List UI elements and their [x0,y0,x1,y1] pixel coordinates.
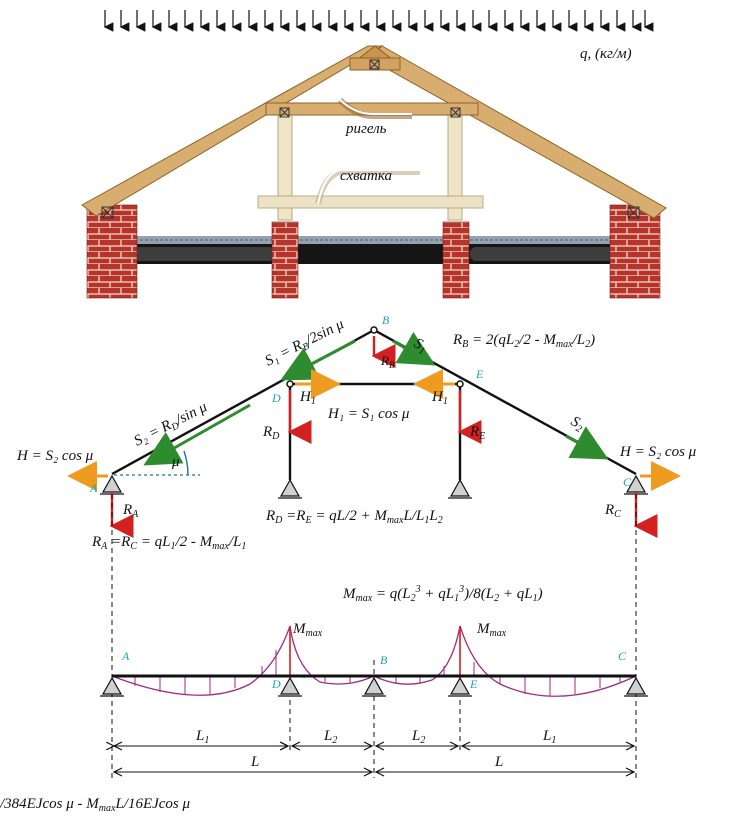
load-label: q, (кг/м) [580,46,632,62]
rb-formula: RB = 2(qL2/2 - Mmax/L2) [452,332,595,350]
point-b: B [382,313,390,327]
dim-l-right: L [494,754,503,770]
skhvatka-callout: схватка [315,168,420,205]
point-d-bottom: D [271,677,281,691]
dimension-arrowheads [112,741,636,777]
point-a-bottom: A [121,649,130,663]
dim-l-left: L [250,754,259,770]
dimension-lines [114,746,634,773]
ra-rc-formula: RA =RC = qL1/2 - Mmax/L1 [91,534,246,552]
point-e: E [475,367,484,381]
rc-label: RC [604,502,621,520]
h-forces [67,369,681,491]
re-label: RE [469,424,485,442]
rigel-callout: ригель [337,97,412,137]
h1-right-label: H1 [431,389,448,407]
point-e-bottom: E [469,677,478,691]
mmax-formula: Mmax = q(L23 + qL13)/8(L2 + qL1) [342,584,543,604]
supports-bottom [100,676,648,697]
ra-label: RA [122,502,139,520]
s2-right-label: S2 [567,413,586,435]
point-c: C [623,475,632,489]
h1-left-label: H1 [299,389,316,407]
h1-formula: H₁ = S₁ cos μ [327,406,410,422]
dim-l1-right: L1 [542,728,556,746]
load-arrows [103,10,654,32]
deflection-formula: /384EJcos μ - MmaxL/16EJcos μ [0,796,191,814]
dim-l2-left: L2 [323,728,337,746]
dim-l1-left: L1 [195,728,209,746]
mu-symbol: μ [171,454,180,470]
floor-structure [120,236,640,264]
rd-re-formula: RD =RE = qL/2 + MmaxL/L1L2 [265,508,443,526]
s-forces [143,331,609,466]
h-left-formula: H = S₂ cos μ [16,448,94,464]
point-d: D [271,391,281,405]
moment-peaks [289,626,461,676]
mmax-right-label: Mmax [476,621,507,639]
moment-diagram [111,625,637,697]
point-b-bottom: B [380,653,388,667]
s1-formula: S₁ = RB/2sin μ [263,316,348,371]
angle-mu: μ [114,450,200,476]
rigel-label: ригель [345,121,387,137]
skhvatka-beam [257,195,484,209]
mmax-left-label: Mmax [292,621,323,639]
rb-arrow-label: RB [380,353,395,370]
dim-l2-right: L2 [411,728,425,746]
skhvatka-label: схватка [340,168,392,184]
point-a: A [89,481,98,495]
point-c-bottom: C [618,649,627,663]
rd-label: RD [262,424,280,442]
brick-walls [86,204,661,299]
supports-middle [100,474,648,499]
posts [277,111,463,221]
fastener-marks [101,59,640,219]
h-right-formula: H = S₂ cos μ [619,444,697,460]
